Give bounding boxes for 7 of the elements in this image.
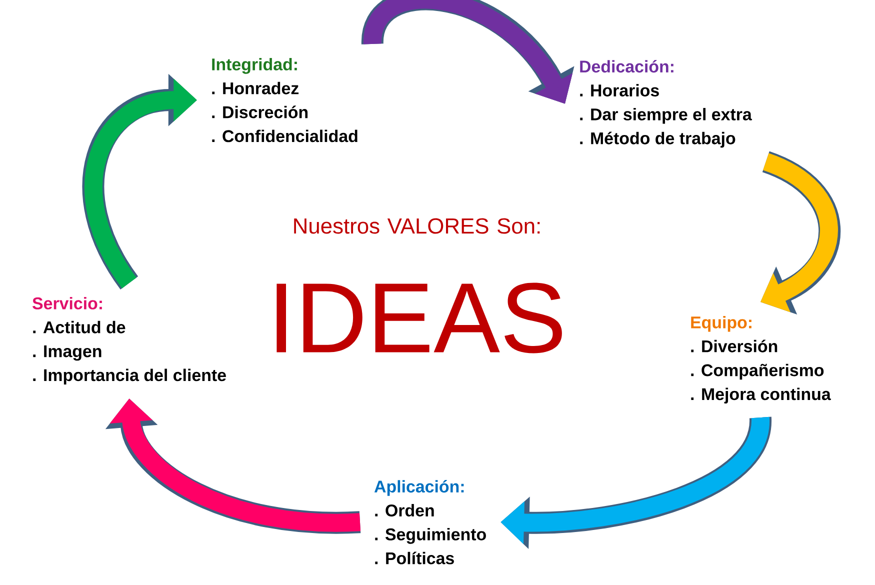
center-heading: Nuestros VALORES Son: [294, 218, 540, 234]
value-group: Aplicación: . Orden . Seguimiento . Políticas [374, 480, 486, 564]
value-group: Dedicación: . Horarios . Dar siempre el extra . Método de trabajo [580, 60, 752, 148]
value-group: Equipo: . Diversión . Compañerismo . Mejora continua [691, 316, 831, 404]
value-group: Servicio: . Actitud de . Imagen . Importancia del cliente [32, 297, 226, 384]
value-group: Integridad: . Honradez . Discreción . Confidencialidad [212, 58, 358, 142]
center-title: IDEAS [276, 282, 562, 354]
